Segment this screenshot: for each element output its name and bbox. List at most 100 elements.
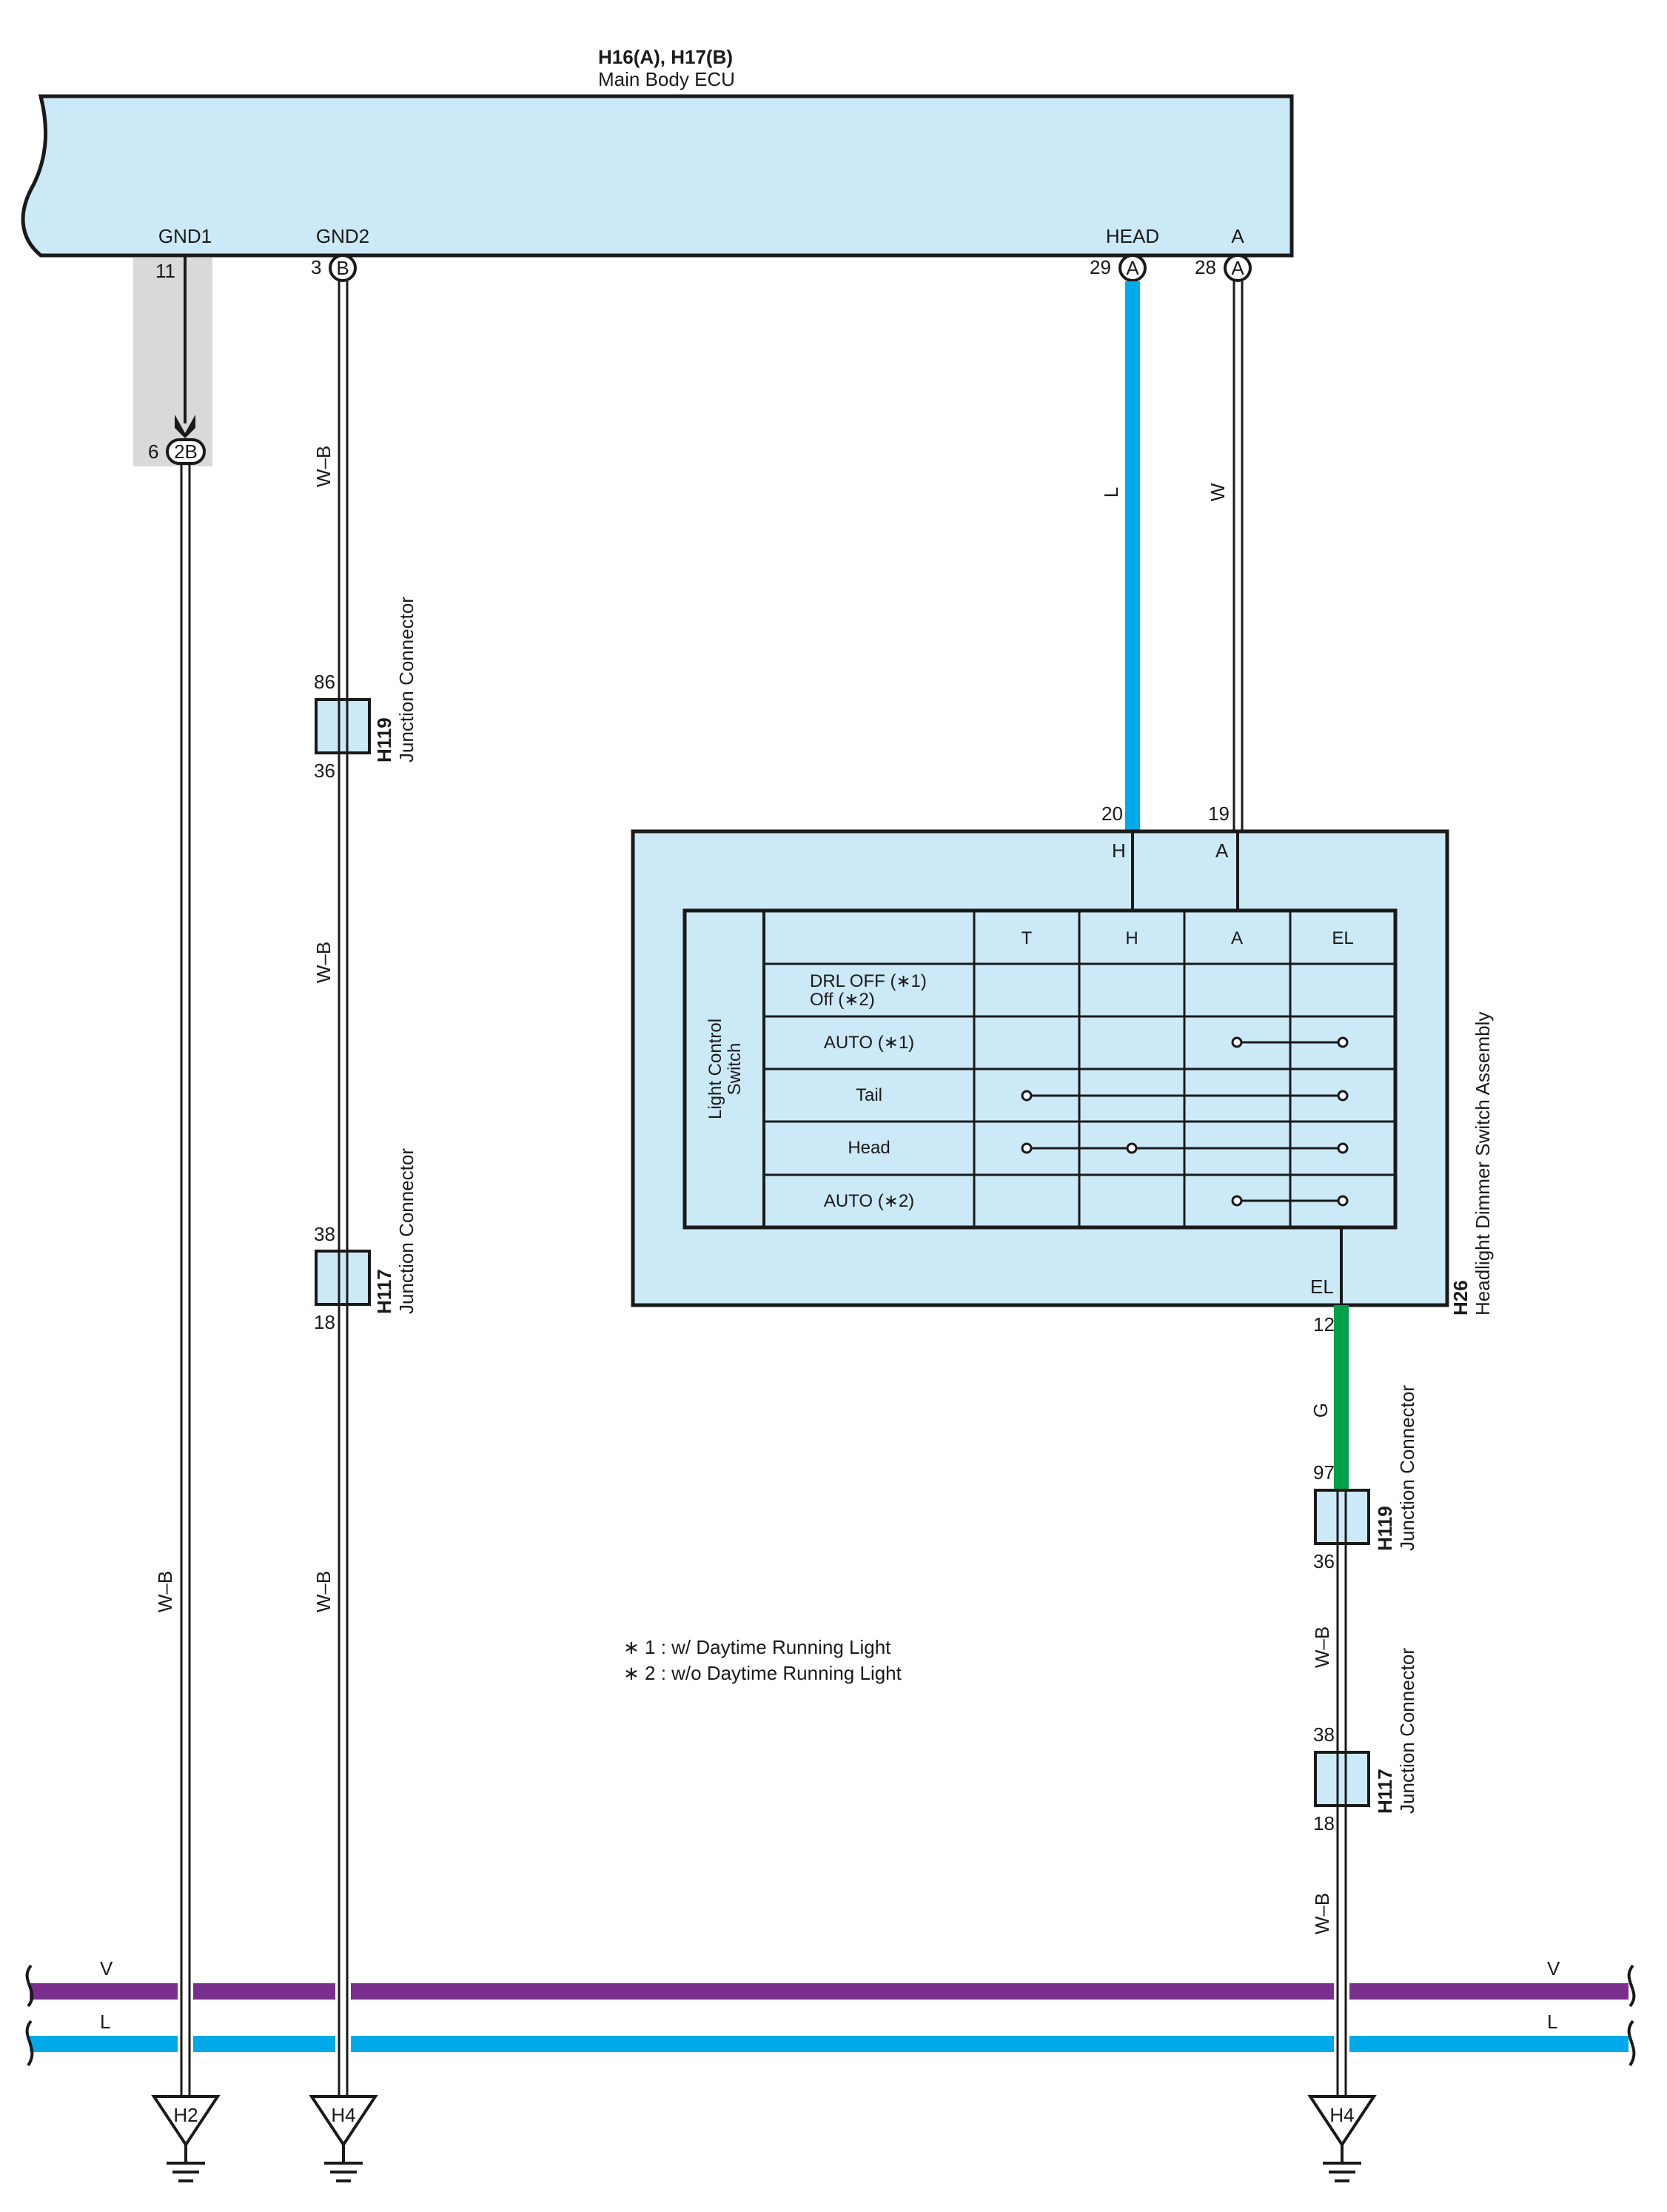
pin-gnd2-label: GND2 (316, 225, 369, 247)
row-label-head: Head (848, 1138, 890, 1158)
head-circuit: 29 A L (1090, 254, 1147, 831)
right-h119-name: Junction Connector (1396, 1385, 1418, 1551)
row-label-tail: Tail (856, 1085, 882, 1105)
switch-assembly-code: H26 (1449, 1280, 1472, 1316)
pin-a-label: A (1215, 839, 1229, 862)
l-wire-label-right: L (1547, 2011, 1557, 2033)
right-h117-bottom-pin: 18 (1313, 1812, 1335, 1834)
right-h119-code: H119 (1374, 1506, 1396, 1551)
headlight-dimmer-switch-assembly: 20 19 H A EL 12 H26 Headlight Dimmer Swi… (631, 802, 1494, 1335)
switch-assembly-name: Headlight Dimmer Switch Assembly (1472, 1012, 1494, 1316)
main-body-ecu: H16(A), H17(B) Main Body ECU GND1 GND2 H… (21, 46, 1294, 258)
inline-2b-number: 6 (148, 440, 158, 463)
left-h119-box (315, 698, 371, 754)
continuity-head (1021, 1142, 1349, 1154)
continuity-auto-1 (1231, 1036, 1349, 1048)
pin-h-label: H (1112, 839, 1126, 862)
col-header-t: T (1022, 928, 1033, 948)
gnd2-pin-number: 3 (311, 256, 321, 278)
footnotes: ∗ 1 : w/ Daytime Running Light ∗ 2 : w/o… (623, 1636, 902, 1684)
footnote-1: ∗ 1 : w/ Daytime Running Light (623, 1636, 891, 1658)
head-connector (1118, 254, 1147, 282)
ground-h4-left-label: H4 (331, 2104, 355, 2126)
gnd1-pin-number: 11 (155, 260, 175, 282)
gnd1-circuit: 11 2B 6 W–B (148, 255, 206, 2097)
ecu-box (21, 94, 1294, 258)
pin-el-label: EL (1310, 1276, 1334, 1298)
ground-h4-left: H4 (309, 2095, 378, 2182)
gnd1-arrow (175, 415, 195, 438)
left-h117-top-pin: 38 (314, 1223, 335, 1245)
pin-a-number: 19 (1208, 802, 1230, 825)
head-pin-number: 29 (1090, 256, 1111, 278)
l-wire (30, 2036, 1629, 2052)
pin-head-label: HEAD (1106, 225, 1159, 247)
gnd2-circuit: 3 B W–B W–B W–B 86 36 H119 Junction Conn… (311, 254, 417, 2097)
row-label-auto-2: AUTO (∗2) (824, 1191, 914, 1211)
pin-a-label: A (1231, 225, 1244, 247)
break-left (25, 1964, 34, 2067)
right-h119-bottom-pin: 36 (1313, 1550, 1335, 1572)
break-right (1627, 1964, 1636, 2067)
a-wire-color: W (1207, 483, 1229, 501)
col-header-a: A (1231, 928, 1243, 948)
pin-gnd1-label: GND1 (158, 225, 212, 247)
pin-h-number: 20 (1101, 802, 1123, 825)
pin-el-number: 12 (1313, 1313, 1335, 1335)
el-wire-color-g: G (1309, 1403, 1332, 1418)
a-connector-letter: A (1231, 257, 1244, 279)
right-h117-code: H117 (1374, 1769, 1396, 1814)
gnd2-wire-color-3: W–B (312, 1571, 335, 1612)
a-pin-number: 28 (1195, 256, 1216, 278)
right-h117-name: Junction Connector (1396, 1648, 1418, 1814)
light-control-switch-table: Light Control Switch T H A EL DRL OFF (∗… (682, 908, 1398, 1230)
col-header-h: H (1125, 928, 1138, 948)
left-h117-code: H117 (373, 1269, 395, 1314)
el-wire-color-wb-2: W–B (1311, 1893, 1333, 1934)
col-header-el: EL (1332, 928, 1353, 948)
right-h119-box (1314, 1489, 1370, 1545)
ecu-code: H16(A), H17(B) (598, 46, 733, 68)
continuity-auto-2 (1231, 1195, 1349, 1207)
right-h117-box (1314, 1751, 1370, 1807)
left-h119-bottom-pin: 36 (314, 760, 335, 782)
head-connector-letter: A (1126, 257, 1139, 279)
footnote-2: ∗ 2 : w/o Daytime Running Light (623, 1662, 902, 1684)
gnd2-connector (329, 254, 357, 282)
inline-2b-connector (166, 438, 206, 465)
gnd1-wire-color: W–B (154, 1571, 176, 1612)
ecu-name: Main Body ECU (598, 68, 735, 90)
gnd2-wire-color-1: W–B (312, 446, 335, 487)
el-circuit: G 97 36 H119 Junction Connector W–B 38 1… (1309, 1305, 1418, 2097)
head-wire-color: L (1100, 487, 1122, 497)
el-wire-color-wb-1: W–B (1311, 1626, 1333, 1668)
l-wire-label-left: L (100, 2011, 110, 2033)
left-h117-name: Junction Connector (395, 1148, 417, 1314)
row-label-drl-off: DRL OFF (∗1) (810, 971, 927, 991)
a-connector (1224, 254, 1252, 282)
bus-wires: V V L L (25, 1957, 1636, 2067)
gnd1-shade (133, 258, 212, 466)
head-wire-blue (1125, 281, 1140, 831)
el-wire-green (1334, 1305, 1349, 1490)
left-h119-code: H119 (373, 717, 395, 763)
left-h119-top-pin: 86 (314, 671, 335, 693)
a-circuit: 28 A W (1195, 254, 1252, 831)
left-h117-box (315, 1250, 371, 1306)
row-label-off: Off (∗2) (810, 990, 875, 1010)
switch-side-label-2: Switch (725, 1043, 745, 1096)
gnd2-wire-color-2: W–B (312, 942, 335, 983)
v-wire (30, 1983, 1629, 2000)
left-h117-bottom-pin: 18 (314, 1311, 335, 1333)
inline-2b-label: 2B (174, 440, 198, 463)
left-h119-name: Junction Connector (395, 597, 417, 763)
v-wire-label-right: V (1547, 1957, 1560, 1980)
right-h119-top-pin: 97 (1313, 1461, 1335, 1484)
v-wire-label-left: V (100, 1957, 113, 1980)
ground-h4-right-label: H4 (1329, 2104, 1354, 2126)
switch-side-label-1: Light Control (705, 1019, 725, 1119)
row-label-auto-1: AUTO (∗1) (824, 1033, 914, 1053)
ground-h2: H2 (151, 2095, 221, 2182)
gnd2-connector-letter: B (336, 257, 349, 279)
